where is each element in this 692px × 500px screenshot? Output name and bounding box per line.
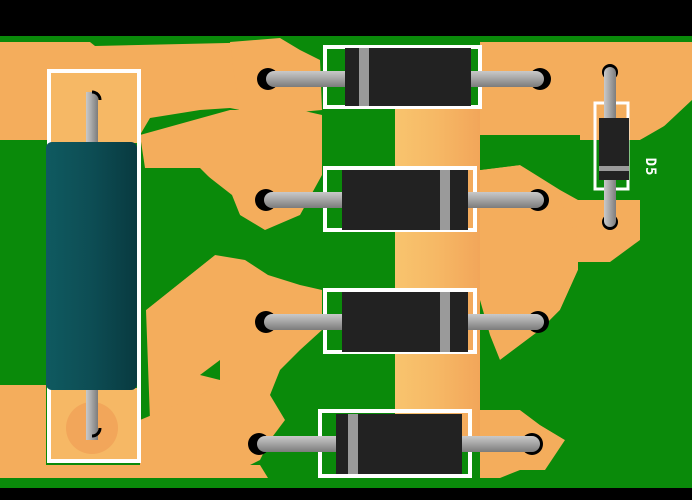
- diode-1[interactable]: [257, 45, 551, 109]
- copper-layer: [0, 38, 640, 478]
- diode-3[interactable]: [255, 288, 549, 354]
- diode-4-band: [348, 414, 358, 474]
- diode-2-band: [440, 170, 450, 230]
- resistor-lead-top: [86, 92, 98, 152]
- diode-3-band: [440, 292, 450, 352]
- diode-1-band: [359, 48, 369, 106]
- diode-2[interactable]: [255, 166, 549, 232]
- designator-label-d5: D5: [642, 157, 658, 177]
- diode-4[interactable]: [248, 409, 543, 478]
- diode-d5[interactable]: [593, 64, 630, 230]
- copper-trace-vertical: [395, 105, 480, 440]
- diode-d5-band: [599, 166, 629, 171]
- copper-trace-right: [480, 42, 580, 137]
- resistor[interactable]: [46, 69, 141, 463]
- resistor-lead-bottom: [86, 380, 98, 440]
- resistor-body: [46, 142, 137, 390]
